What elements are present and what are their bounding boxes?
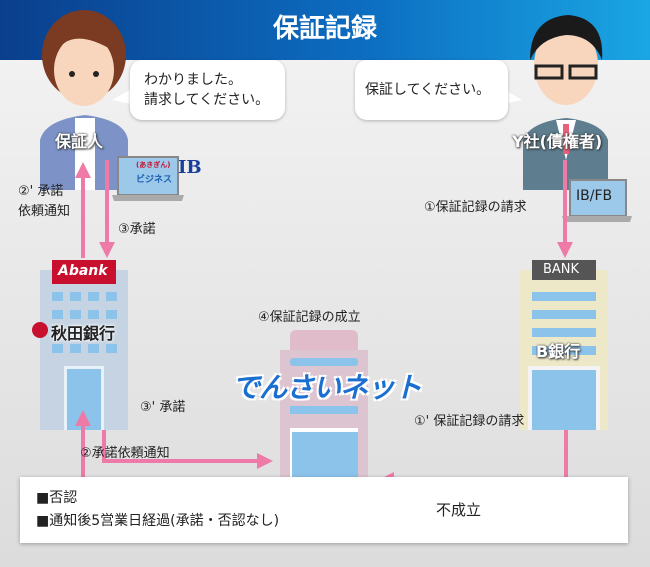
note-box: ■否認 ■通知後5営業日経過(承諾・否認なし) 不成立 — [20, 477, 628, 543]
bbank-sign: BANK — [543, 262, 580, 277]
speech-text: 請求してください。 — [144, 92, 270, 108]
step-2p-label: ②' 承諾 依頼通知 — [18, 182, 70, 222]
b-bank-building-icon — [520, 260, 608, 430]
logo-text: IB — [178, 157, 202, 178]
akita-bank-building-icon — [32, 260, 128, 430]
guarantor-label: 保証人 — [55, 132, 104, 151]
note-result: 不成立 — [436, 501, 482, 519]
b-bank-label: B銀行 — [536, 342, 581, 361]
creditor-label: Y社(債権者) — [512, 132, 603, 151]
step-2-label: ②承諾依頼通知 — [80, 446, 170, 461]
laptop-icon — [112, 156, 184, 201]
step-text: ②' 承諾 — [18, 184, 64, 199]
step-1-label: ①保証記録の請求 — [424, 200, 527, 215]
guarantor-speech-bubble: わかりました。 請求してください。 — [130, 60, 285, 120]
logo-text: ビジネス — [136, 175, 173, 185]
akita-bank-label: 秋田銀行 — [51, 324, 116, 343]
laptop-icon — [562, 179, 632, 222]
logo-text: (あきぎん) — [136, 161, 171, 169]
page-title: 保証記録 — [272, 14, 377, 44]
note-reject: ■否認 — [36, 490, 78, 506]
creditor-person-icon — [523, 15, 608, 190]
arrow-1p — [378, 430, 568, 488]
akigin-ib-logo: (あきぎん) ビジネス IB — [136, 159, 202, 186]
speech-text: 保証してください。 — [365, 82, 491, 98]
step-4-label: ④保証記録の成立 — [258, 310, 361, 325]
arrow-3p — [102, 430, 273, 469]
step-text: 依頼通知 — [18, 204, 71, 219]
step-3p-label: ③' 承諾 — [140, 400, 186, 415]
step-1p-label: ①' 保証記録の請求 — [414, 414, 525, 429]
speech-text: わかりました。 — [144, 72, 242, 88]
creditor-speech-bubble: 保証してください。 — [355, 60, 508, 120]
densai-net-logo: でんさいネット — [232, 371, 422, 404]
note-no-response: ■通知後5営業日経過(承諾・否認なし) — [36, 513, 280, 529]
step-3-label: ③承諾 — [118, 222, 156, 237]
abank-sign: Abank — [58, 263, 108, 279]
ibfb-label: IB/FB — [576, 188, 613, 204]
guarantor-person-icon — [40, 10, 128, 190]
